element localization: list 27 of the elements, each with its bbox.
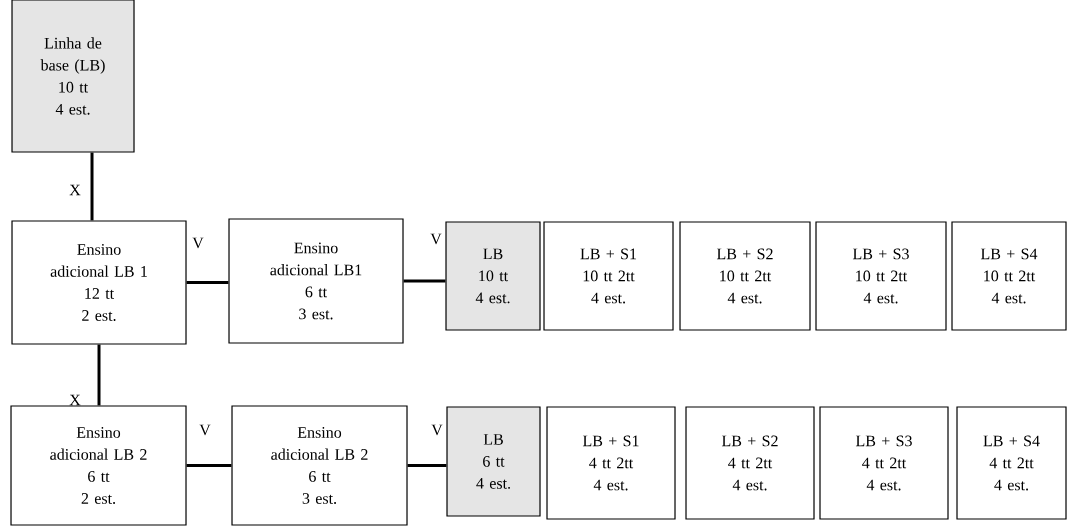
edge-label: V — [430, 233, 442, 245]
condition-box: LB + S2 10 tt 2tt 4 est. — [679, 221, 811, 331]
connector-line — [403, 279, 446, 283]
condition-box: LB + S4 10 tt 2tt 4 est. — [951, 221, 1067, 331]
condition-box: LB + S1 4 tt 2tt 4 est. — [546, 406, 676, 520]
condition-box: LB + S3 4 tt 2tt 4 est. — [819, 406, 949, 520]
condition-box: Ensino adicional LB 2 6 tt 2 est. — [10, 405, 187, 526]
condition-box: LB + S3 10 tt 2tt 4 est. — [815, 221, 947, 331]
condition-box: LB + S1 10 tt 2tt 4 est. — [543, 221, 674, 331]
edge-label: X — [69, 394, 81, 406]
edge-label: V — [192, 237, 204, 249]
condition-box: Ensino adicional LB 2 6 tt 3 est. — [231, 405, 408, 526]
condition-box: LB + S4 4 tt 2tt 4 est. — [956, 406, 1067, 520]
condition-box: Ensino adicional LB 1 12 tt 2 est. — [11, 220, 187, 345]
condition-box: LB + S2 4 tt 2tt 4 est. — [685, 406, 815, 520]
connector-line — [97, 344, 101, 406]
edge-label: V — [199, 424, 211, 436]
edge-label: V — [431, 424, 443, 436]
connector-line — [407, 464, 447, 467]
connector-line — [186, 464, 232, 467]
connector-line — [90, 152, 94, 221]
baseline-box: Linha de base (LB) 10 tt 4 est. — [11, 0, 135, 153]
connector-line — [186, 281, 229, 284]
condition-box: Ensino adicional LB1 6 tt 3 est. — [228, 218, 404, 344]
baseline-box: LB 6 tt 4 est. — [446, 406, 541, 517]
baseline-box: LB 10 tt 4 est. — [445, 221, 541, 331]
edge-label: X — [69, 184, 81, 196]
